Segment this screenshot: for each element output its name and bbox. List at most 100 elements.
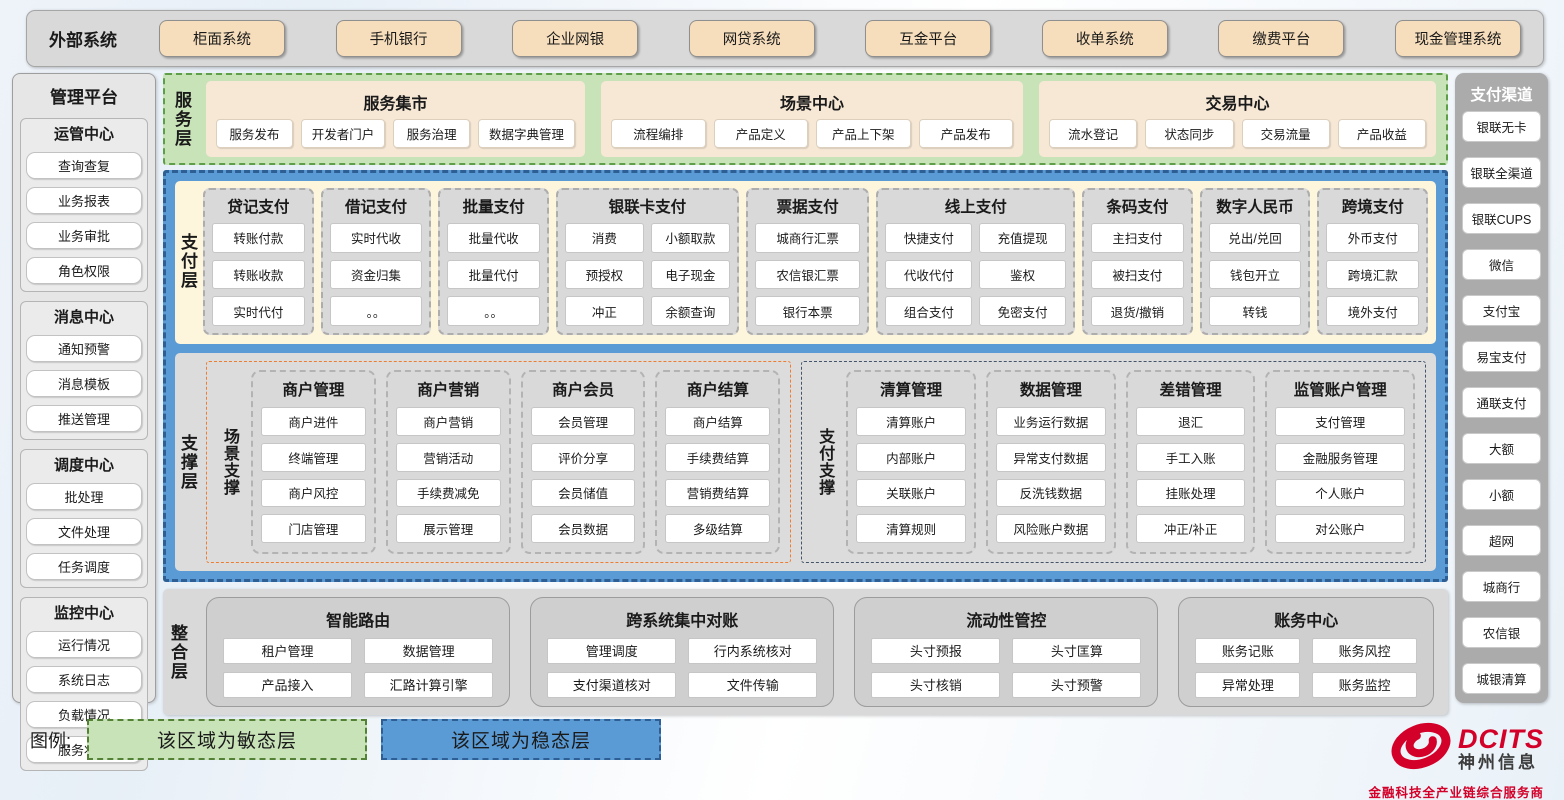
payment-channel-box: 易宝支付 bbox=[1462, 341, 1541, 372]
integration-item-box: 头寸核销 bbox=[871, 671, 1001, 698]
logo-brand-name: DCITS bbox=[1458, 724, 1544, 755]
payment-item-box: 余额查询 bbox=[650, 296, 730, 326]
payment-item-box: 免密支付 bbox=[979, 296, 1067, 326]
integration-item-box: 文件传输 bbox=[688, 671, 818, 698]
payment-item-box: 转钱 bbox=[1208, 296, 1302, 326]
support-column-merchant-settlement: 商户结算 商户结算手续费结算营销费结算多级结算 bbox=[655, 370, 781, 554]
payment-item-box: 资金归集 bbox=[329, 259, 423, 290]
column-item-list: 快捷支付充值提现代收代付鉴权组合支付免密支付 bbox=[885, 223, 1067, 326]
support-item-box: 业务运行数据 bbox=[996, 407, 1106, 436]
section-message-center: 消息中心 通知预警消息模板推送管理 bbox=[20, 301, 148, 440]
payment-item-box: 转账收款 bbox=[212, 259, 305, 290]
support-item-box: 挂账处理 bbox=[1135, 478, 1246, 508]
payment-channel-box: 银联全渠道 bbox=[1462, 157, 1541, 188]
payment-item-box: 被扫支付 bbox=[1091, 259, 1184, 290]
payment-support-label: 支付支撑 bbox=[816, 428, 834, 496]
column-title: 清算管理 bbox=[880, 382, 943, 399]
column-title: 差错管理 bbox=[1159, 382, 1222, 399]
management-platform-title: 管理平台 bbox=[50, 88, 118, 107]
support-item-box: 金融服务管理 bbox=[1275, 442, 1405, 472]
service-item-box: 产品定义 bbox=[713, 119, 809, 148]
payment-channel-box: 银联CUPS bbox=[1462, 203, 1541, 234]
payment-item-box: 外币支付 bbox=[1326, 223, 1420, 253]
support-item-box: 会员管理 bbox=[530, 407, 636, 436]
payment-channel-box: 大额 bbox=[1462, 433, 1541, 464]
management-item-box: 负载情况 bbox=[26, 701, 142, 728]
payment-channel-box: 支付宝 bbox=[1462, 295, 1541, 326]
management-item-box: 角色权限 bbox=[26, 257, 142, 284]
section-title: 监控中心 bbox=[53, 605, 114, 622]
payment-item-box: 主扫支付 bbox=[1091, 223, 1184, 253]
group-cross-system-reconciliation: 跨系统集中对账 管理调度行内系统核对支付渠道核对文件传输 bbox=[530, 597, 835, 707]
payment-item-box: 小额取款 bbox=[650, 223, 730, 253]
support-item-box: 手续费减免 bbox=[395, 478, 501, 508]
column-item-list: 商户营销营销活动手续费减免展示管理 bbox=[395, 407, 501, 543]
external-system-box: 现金管理系统 bbox=[1394, 20, 1521, 57]
payment-item-box: 消费 bbox=[564, 223, 644, 253]
support-item-box: 门店管理 bbox=[261, 514, 366, 543]
support-item-box: 支付管理 bbox=[1275, 407, 1405, 436]
payment-layer: 支付层 贷记支付 转账付款转账收款实时代付 借记支付 实时代收资金归集。。 批量… bbox=[175, 181, 1436, 344]
support-layer-label: 支撑层 bbox=[178, 433, 197, 491]
group-item-grid: 头寸预报头寸匡算头寸核销头寸预警 bbox=[871, 637, 1142, 698]
section-dispatch-center: 调度中心 批处理文件处理任务调度 bbox=[20, 449, 148, 588]
service-item-box: 开发者门户 bbox=[300, 119, 386, 148]
service-layer-label: 服务层 bbox=[172, 90, 191, 148]
column-title: 借记支付 bbox=[344, 199, 407, 216]
integration-layer: 整合层 智能路由 租户管理数据管理产品接入汇路计算引擎 跨系统集中对账 管理调度… bbox=[163, 589, 1448, 715]
support-column-merchant-member: 商户会员 会员管理评价分享会员储值会员数据 bbox=[520, 370, 646, 554]
service-item-box: 服务发布 bbox=[216, 119, 293, 148]
integration-item-box: 行内系统核对 bbox=[688, 637, 818, 664]
group-item-list: 流水登记状态同步交易流量产品收益 bbox=[1049, 119, 1426, 148]
group-title: 服务集市 bbox=[363, 96, 428, 113]
payment-column-digital-rmb: 数字人民币 兑出/兑回钱包开立转钱 bbox=[1199, 188, 1311, 335]
payment-item-box: 退货/撤销 bbox=[1091, 296, 1184, 326]
support-item-box: 营销活动 bbox=[395, 442, 501, 472]
management-item-box: 运行情况 bbox=[26, 631, 142, 658]
column-item-list: 实时代收资金归集。。 bbox=[329, 223, 423, 326]
section-title: 消息中心 bbox=[53, 309, 114, 326]
logo-tagline: 金融科技全产业链综合服务商 bbox=[1368, 786, 1544, 800]
group-item-grid: 账务记账账务风控异常处理账务监控 bbox=[1195, 637, 1417, 698]
external-system-box: 互金平台 bbox=[865, 20, 992, 57]
management-item-box: 推送管理 bbox=[26, 405, 142, 432]
group-smart-routing: 智能路由 租户管理数据管理产品接入汇路计算引擎 bbox=[206, 597, 511, 707]
integration-item-box: 管理调度 bbox=[547, 637, 677, 664]
support-column-data-mgmt: 数据管理 业务运行数据异常支付数据反洗钱数据风险账户数据 bbox=[986, 370, 1116, 554]
payment-channel-box: 小额 bbox=[1462, 479, 1541, 510]
column-title: 银联卡支付 bbox=[608, 199, 687, 216]
column-title: 商户结算 bbox=[686, 382, 749, 399]
integration-item-box: 账务风控 bbox=[1312, 637, 1417, 664]
dcits-logo: DCITS 神州信息 金融科技全产业链综合服务商 bbox=[1368, 719, 1544, 800]
column-title: 商户营销 bbox=[417, 382, 480, 399]
management-item-box: 任务调度 bbox=[26, 553, 142, 580]
bottom-row: 图例: 该区域为敏态层 该区域为稳态层 DCITS 神州信息 bbox=[12, 703, 1548, 800]
support-item-box: 商户营销 bbox=[395, 407, 501, 436]
column-item-list: 消费小额取款预授权电子现金冲正余额查询 bbox=[564, 223, 730, 326]
management-item-box: 查询查复 bbox=[26, 152, 142, 179]
payment-support-group: 支付支撑 清算管理 清算账户内部账户关联账户清算规则 数据管理 业务运行数据异常… bbox=[801, 361, 1426, 563]
group-title: 交易中心 bbox=[1205, 96, 1270, 113]
support-column-error-mgmt: 差错管理 退汇手工入账挂账处理冲正/补正 bbox=[1125, 370, 1256, 554]
column-item-list: 清算账户内部账户关联账户清算规则 bbox=[856, 407, 967, 543]
column-item-list: 城商行汇票农信银汇票银行本票 bbox=[754, 223, 861, 326]
payment-column-online: 线上支付 快捷支付充值提现代收代付鉴权组合支付免密支付 bbox=[876, 188, 1076, 335]
support-item-box: 手续费结算 bbox=[665, 442, 771, 472]
payment-column-barcode: 条码支付 主扫支付被扫支付退货/撤销 bbox=[1082, 188, 1193, 335]
management-item-box: 业务审批 bbox=[26, 222, 142, 249]
management-item-box: 文件处理 bbox=[26, 518, 142, 545]
payment-item-box: 批量代收 bbox=[447, 223, 540, 253]
payment-channel-box: 农信银 bbox=[1462, 617, 1541, 648]
group-title: 智能路由 bbox=[326, 612, 391, 630]
stable-layer-container: 支付层 贷记支付 转账付款转账收款实时代付 借记支付 实时代收资金归集。。 批量… bbox=[163, 170, 1448, 582]
group-scene-center: 场景中心 流程编排产品定义产品上下架产品发布 bbox=[600, 81, 1024, 157]
column-title: 线上支付 bbox=[944, 199, 1007, 216]
support-item-box: 商户结算 bbox=[665, 407, 771, 436]
external-system-box: 企业网银 bbox=[512, 20, 639, 57]
payment-item-box: 冲正 bbox=[564, 296, 644, 326]
integration-item-box: 产品接入 bbox=[223, 671, 353, 698]
payment-channel-box: 超网 bbox=[1462, 525, 1541, 556]
payment-channel-box: 微信 bbox=[1462, 249, 1541, 280]
